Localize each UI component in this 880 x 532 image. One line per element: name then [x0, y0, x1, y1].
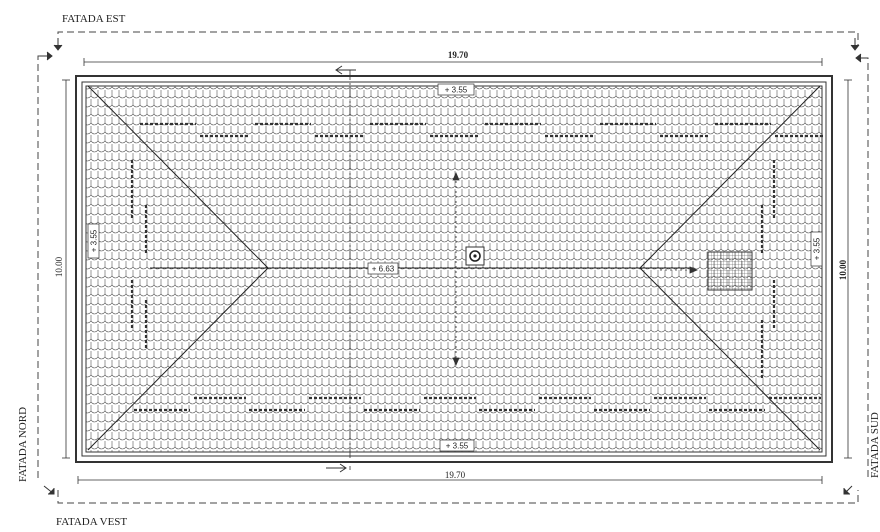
level-labels: + 3.55 + 3.55 + 6.63 + 3.55 + 3.55 [87, 83, 823, 452]
chimney-grid [707, 251, 753, 291]
vent-icon [465, 246, 485, 266]
arrow-nord-top-icon [40, 51, 53, 61]
dimension-lines [62, 58, 852, 484]
level-left-text: + 3.55 [90, 229, 99, 252]
hips-and-ridge [87, 85, 821, 451]
level-top: + 3.55 [437, 83, 475, 96]
facade-north-label: FATADA NORD [17, 407, 29, 482]
dimension-left: 10.00 [54, 256, 64, 277]
level-ridge: + 6.63 [367, 262, 399, 275]
arrow-vest-left-icon [43, 485, 55, 495]
arrow-sud-top-icon [855, 53, 868, 63]
dimension-right: 10.00 [838, 259, 848, 280]
level-ridge-text: + 6.63 [372, 265, 395, 274]
arrow-vest-right-icon [843, 485, 853, 495]
dimension-top: 19.70 [448, 50, 469, 60]
roof-tile-field [85, 85, 823, 453]
facade-east-label: FATADA EST [62, 13, 126, 25]
level-right-text: + 3.55 [813, 237, 822, 260]
level-left: + 3.55 [87, 223, 100, 259]
level-right: + 3.55 [810, 231, 823, 267]
arrow-east-left-icon [53, 38, 63, 51]
arrow-east-right-icon [850, 38, 860, 51]
section-marker-bottom-icon [326, 463, 347, 473]
facade-west-label: FATADA VEST [56, 516, 127, 528]
section-marker-top-icon [335, 65, 356, 75]
facade-arrows [40, 38, 868, 495]
dimension-bottom: 19.70 [445, 470, 466, 480]
snow-guard-bars [130, 122, 825, 412]
facade-south-label: FATADA SUD [869, 412, 880, 478]
slope-arrow [452, 171, 699, 367]
level-bottom: + 3.55 [439, 439, 475, 452]
level-top-text: + 3.55 [445, 86, 468, 95]
roof [75, 65, 833, 473]
roof-gutter [81, 81, 827, 457]
level-bottom-text: + 3.55 [446, 442, 469, 451]
